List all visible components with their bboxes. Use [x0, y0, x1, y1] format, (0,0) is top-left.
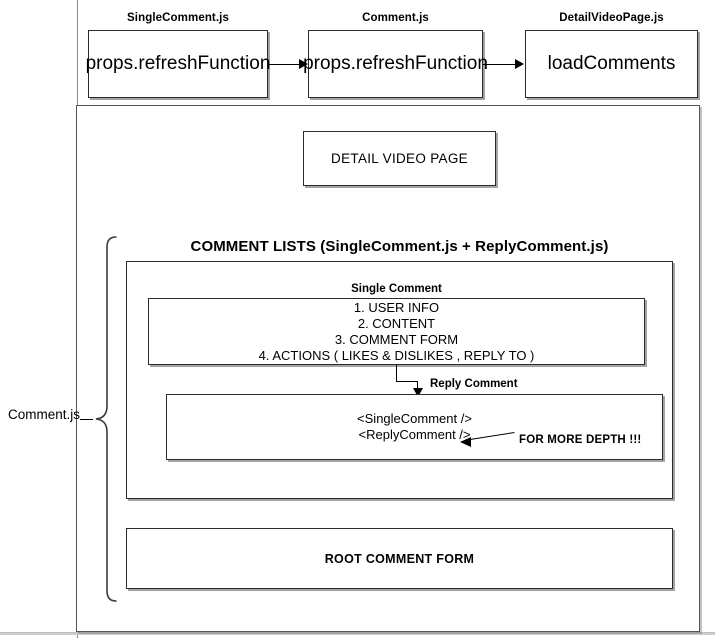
detail-video-page-box: DETAIL VIDEO PAGE [303, 131, 496, 186]
single-comment-line-2: 2. CONTENT [357, 315, 436, 331]
arrow-right-icon [299, 59, 308, 69]
single-comment-line-4: 4. ACTIONS ( LIKES & DISLIKES , REPLY TO… [258, 347, 535, 363]
flow-node-1-label: props.refreshFunction [85, 53, 271, 74]
for-more-depth-annotation: FOR MORE DEPTH !!! [519, 434, 642, 446]
page-bottom-rule [0, 632, 715, 635]
reply-comment-line-1: <SingleComment /> [357, 411, 472, 426]
reply-comment-box: <SingleComment /> <ReplyComment /> [166, 394, 663, 460]
flow-node-3-caption: DetailVideoPage.js [559, 12, 664, 24]
comment-js-side-label: Comment.js [8, 407, 81, 422]
single-comment-title: Single Comment [351, 283, 442, 295]
single-comment-box: 1. USER INFO 2. CONTENT 3. COMMENT FORM … [148, 298, 645, 365]
reply-comment-title: Reply Comment [430, 378, 518, 390]
flow-node-2-caption: Comment.js [362, 12, 429, 24]
arrow-right-icon [515, 59, 524, 69]
flow-connector-2-line [483, 64, 516, 65]
comment-lists-box [126, 261, 673, 499]
flow-connector-1-line [268, 64, 300, 65]
flow-node-3-label: loadComments [547, 53, 676, 74]
reply-arrow-vertical-2 [417, 381, 418, 390]
flow-node-comment-js: props.refreshFunction [303, 30, 488, 98]
comment-lists-title: COMMENT LISTS (SingleComment.js + ReplyC… [190, 238, 609, 255]
single-comment-line-1: 1. USER INFO [353, 299, 440, 315]
reply-arrow-vertical-1 [396, 365, 397, 382]
reply-arrow-horizontal [396, 381, 418, 382]
elbow-arrow-down-icon [413, 388, 423, 397]
flow-node-1-caption: SingleComment.js [127, 12, 229, 24]
root-comment-form-box: ROOT COMMENT FORM [126, 528, 673, 589]
arrow-left-icon [460, 437, 471, 447]
curly-brace-icon [95, 236, 117, 602]
flow-node-2-label: props.refreshFunction [303, 53, 488, 74]
flow-node-detail-video-page-js: loadComments [525, 30, 698, 98]
root-comment-form-label: ROOT COMMENT FORM [324, 551, 475, 566]
brace-stem-line [80, 419, 93, 420]
flow-node-single-comment-js: props.refreshFunction [85, 30, 271, 98]
detail-video-page-label: DETAIL VIDEO PAGE [331, 151, 468, 166]
reply-comment-line-2: <ReplyComment /> [358, 427, 471, 442]
single-comment-line-3: 3. COMMENT FORM [334, 331, 459, 347]
